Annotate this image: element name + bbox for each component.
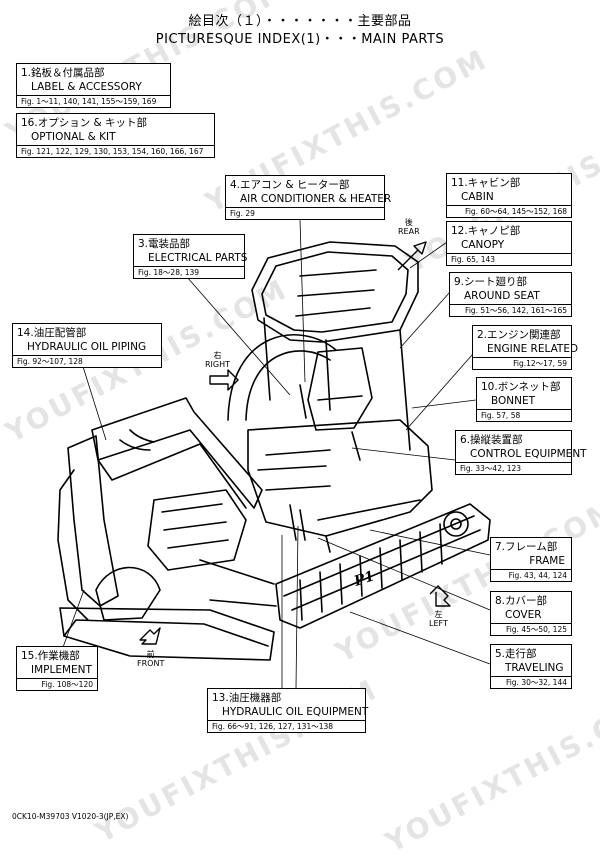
part-box-frame[interactable]: 7.フレーム部 FRAME Fig. 43, 44, 124 (490, 537, 572, 582)
part-name-jp: 14.油圧配管部 (17, 327, 87, 339)
part-box-canopy[interactable]: 12.キャノピ部 CANOPY Fig. 65, 143 (446, 221, 572, 266)
part-box-traveling[interactable]: 5.走行部 TRAVELING Fig. 30～32, 144 (490, 644, 572, 689)
direction-right-jp: 右 (213, 351, 222, 360)
part-name-jp: 4.エアコン & ヒーター部 (230, 179, 350, 191)
part-name-jp: 10.ボンネット部 (481, 381, 561, 393)
part-box-electrical[interactable]: 3.電装品部 ELECTRICAL PARTS Fig. 18～28, 139 (133, 234, 248, 279)
part-fig-ref: Fig. 92～107, 128 (13, 355, 161, 367)
part-box-cabin[interactable]: 11.キャビン部 CABIN Fig. 60～64, 145～152, 168 (446, 173, 572, 218)
part-fig-ref: Fig. 66～91, 126, 127, 131～138 (208, 720, 365, 732)
part-fig-ref: Fig. 121, 122, 129, 130, 153, 154, 160, … (17, 145, 214, 157)
direction-rear: 後 REAR (398, 218, 420, 236)
part-name-jp: 12.キャノピ部 (451, 225, 521, 237)
part-name-jp: 13.油圧機器部 (212, 692, 282, 704)
part-name-en: BONNET (491, 395, 536, 407)
title-english: PICTURESQUE INDEX(1)・・・MAIN PARTS (155, 32, 445, 47)
part-box-label-accessory[interactable]: 1.銘板＆付属品部 LABEL & ACCESSORY Fig. 1～11, 1… (16, 63, 171, 108)
direction-right: 右 RIGHT (205, 351, 230, 369)
part-fig-ref: Fig. 43, 44, 124 (491, 569, 571, 581)
part-fig-ref: Fig. 30～32, 144 (491, 676, 571, 688)
part-name-en: COVER (505, 609, 542, 621)
document-code: 0CK10-M39703 V1020-3(JP,EX) (12, 812, 129, 821)
direction-front-en: FRONT (137, 659, 165, 668)
part-box-control-equipment[interactable]: 6.操縦装置部 CONTROL EQUIPMENT Fig. 33～42, 12… (455, 430, 587, 475)
part-name-jp: 9.シート廻り部 (454, 276, 528, 288)
excavator-outline (57, 241, 491, 661)
direction-rear-jp: 後 (404, 218, 413, 227)
part-fig-ref: Fig. 108～120 (17, 678, 97, 690)
right-arrow (209, 369, 239, 391)
direction-arrows (139, 241, 451, 645)
part-fig-ref: Fig. 60～64, 145～152, 168 (447, 205, 571, 217)
part-name-jp: 7.フレーム部 (495, 541, 558, 553)
part-fig-ref: Fig. 51～56, 142, 161～165 (450, 304, 571, 316)
part-box-hydraulic-equipment[interactable]: 13.油圧機器部 HYDRAULIC OIL EQUIPMENT Fig. 66… (207, 688, 369, 733)
part-box-hydraulic-piping[interactable]: 14.油圧配管部 HYDRAULIC OIL PIPING Fig. 92～10… (12, 323, 162, 368)
part-fig-ref: Fig.12～17, 59 (473, 357, 571, 369)
part-fig-ref: Fig. 18～28, 139 (134, 266, 244, 278)
part-box-air-conditioner[interactable]: 4.エアコン & ヒーター部 AIR CONDITIONER & HEATER … (225, 175, 392, 220)
part-name-en: CABIN (461, 191, 494, 203)
front-arrow (139, 627, 161, 645)
direction-left-jp: 左 (434, 610, 443, 619)
left-arrow (429, 585, 451, 607)
part-name-en: ELECTRICAL PARTS (148, 252, 248, 264)
part-name-en: CANOPY (461, 239, 505, 251)
leader-lines (61, 219, 491, 689)
part-name-en: AROUND SEAT (464, 290, 540, 302)
part-box-optional-kit[interactable]: 16.オプション & キット部 OPTIONAL & KIT Fig. 121,… (16, 113, 215, 158)
part-name-jp: 15.作業機部 (21, 650, 80, 662)
part-name-en: IMPLEMENT (31, 664, 92, 676)
part-name-jp: 1.銘板＆付属品部 (21, 67, 105, 79)
part-fig-ref: Fig. 65, 143 (447, 253, 571, 265)
machine-mark: P1 (351, 568, 376, 590)
rear-arrow (397, 241, 427, 271)
part-box-implement[interactable]: 15.作業機部 IMPLEMENT Fig. 108～120 (16, 646, 98, 691)
direction-rear-en: REAR (398, 227, 420, 236)
part-name-en: AIR CONDITIONER & HEATER (240, 193, 392, 205)
part-name-en: LABEL & ACCESSORY (31, 81, 142, 93)
part-box-engine-related[interactable]: 2.エンジン関連部 ENGINE RELATED Fig.12～17, 59 (472, 325, 579, 370)
part-name-en: FRAME (529, 555, 565, 567)
part-fig-ref: Fig. 57, 58 (477, 409, 571, 421)
direction-left-en: LEFT (429, 619, 448, 628)
part-name-jp: 11.キャビン部 (451, 177, 521, 189)
part-name-jp: 6.操縦装置部 (460, 434, 523, 446)
part-name-en: TRAVELING (505, 662, 564, 674)
part-box-bonnet[interactable]: 10.ボンネット部 BONNET Fig. 57, 58 (476, 377, 572, 422)
direction-front-jp: 前 (146, 650, 155, 659)
title-japanese: 絵目次（１）・・・・・・・主要部品 (188, 14, 412, 29)
part-fig-ref: Fig. 1～11, 140, 141, 155～159, 169 (17, 95, 170, 107)
part-name-jp: 16.オプション & キット部 (21, 117, 148, 129)
part-name-en: HYDRAULIC OIL EQUIPMENT (222, 706, 369, 718)
direction-left: 左 LEFT (429, 610, 448, 628)
part-box-around-seat[interactable]: 9.シート廻り部 AROUND SEAT Fig. 51～56, 142, 16… (449, 272, 572, 317)
part-fig-ref: Fig. 33～42, 123 (456, 462, 571, 474)
part-box-cover[interactable]: 8.カバー部 COVER Fig. 45～50, 125 (490, 591, 572, 636)
part-name-jp: 2.エンジン関連部 (477, 329, 561, 341)
part-name-jp: 3.電装品部 (138, 238, 191, 250)
part-fig-ref: Fig. 45～50, 125 (491, 623, 571, 635)
part-name-jp: 5.走行部 (495, 648, 537, 660)
direction-front: 前 FRONT (137, 650, 164, 668)
part-name-jp: 8.カバー部 (495, 595, 548, 607)
part-name-en: OPTIONAL & KIT (31, 131, 116, 143)
part-name-en: CONTROL EQUIPMENT (470, 448, 587, 460)
part-name-en: ENGINE RELATED (487, 343, 579, 355)
part-fig-ref: Fig. 29 (226, 207, 384, 219)
part-name-en: HYDRAULIC OIL PIPING (27, 341, 147, 353)
direction-right-en: RIGHT (205, 360, 231, 369)
